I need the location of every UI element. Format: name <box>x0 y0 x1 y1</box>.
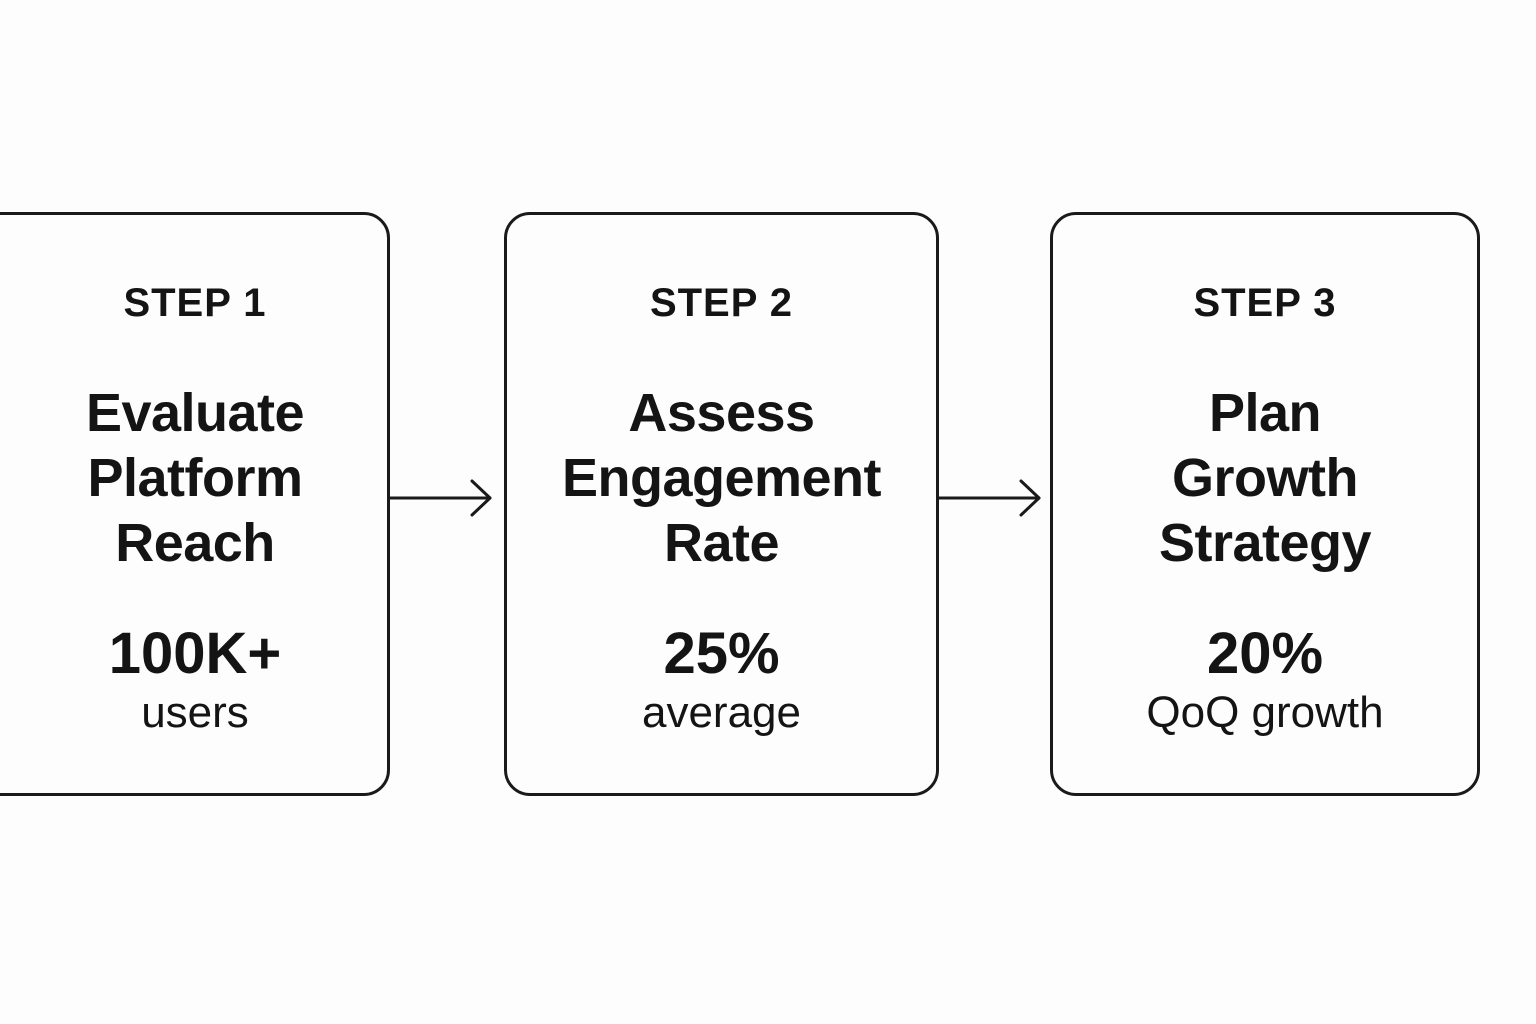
arrow-right-icon <box>390 479 492 517</box>
step-caption: QoQ growth <box>1146 688 1384 737</box>
step-title: Evaluate Platform Reach <box>3 381 387 576</box>
step-title: Plan Growth Strategy <box>1053 381 1477 576</box>
step-title-line: Platform <box>87 448 303 508</box>
step-title-line: Engagement <box>561 448 882 508</box>
step-label: STEP 2 <box>649 281 794 325</box>
step-card-2: STEP 2 Assess Engagement Rate 25% averag… <box>504 212 939 796</box>
step-title-line: Reach <box>115 513 275 573</box>
step-label: STEP 1 <box>123 281 267 325</box>
step-title-line: Strategy <box>1158 513 1372 573</box>
step-metric: 20% <box>1206 621 1324 686</box>
step-caption: users <box>141 688 249 737</box>
arrow-right-icon <box>939 479 1041 517</box>
step-title-line: Rate <box>663 513 780 573</box>
step-card-3: STEP 3 Plan Growth Strategy 20% QoQ grow… <box>1050 212 1480 796</box>
step-title-line: Plan <box>1208 383 1322 443</box>
step-label: STEP 3 <box>1193 281 1337 325</box>
step-title-line: Evaluate <box>85 383 305 443</box>
step-title: Assess Engagement Rate <box>507 381 936 576</box>
step-title-line: Assess <box>628 383 815 443</box>
step-title-line: Growth <box>1172 448 1358 508</box>
step-metric: 25% <box>663 621 780 686</box>
step-card-1: STEP 1 Evaluate Platform Reach 100K+ use… <box>0 212 390 796</box>
step-metric: 100K+ <box>108 621 282 686</box>
step-caption: average <box>641 688 801 737</box>
